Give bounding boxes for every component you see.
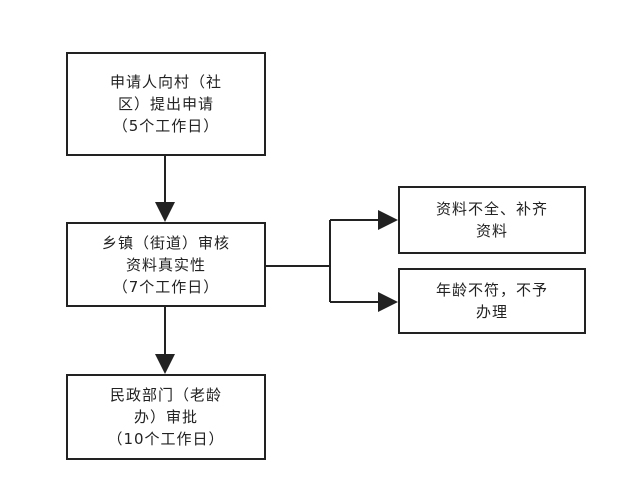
outcome-incomplete-line-1: 资料不全、补齐 bbox=[435, 200, 548, 218]
step-apply-line-1: 申请人向村（社 bbox=[109, 73, 222, 91]
step-approve-line-3: （10个工作日） bbox=[107, 430, 225, 448]
outcome-incomplete-box: 资料不全、补齐 资料 bbox=[398, 186, 586, 254]
step-apply-line-2: 区）提出申请 bbox=[117, 95, 214, 113]
outcome-incomplete-line-2: 资料 bbox=[475, 222, 508, 240]
step-review-line-2: 资料真实性 bbox=[125, 255, 206, 274]
outcome-rejected-box: 年龄不符，不予 办理 bbox=[398, 268, 586, 334]
step-review-box: 乡镇（街道）审核 资料真实性 （7个工作日） bbox=[66, 222, 266, 307]
step-approve-line-2: 办）审批 bbox=[133, 408, 198, 426]
step-apply-box: 申请人向村（社 区）提出申请 （5个工作日） bbox=[66, 52, 266, 156]
step-apply-line-3: （5个工作日） bbox=[112, 117, 220, 135]
step-approve-box: 民政部门（老龄 办）审批 （10个工作日） bbox=[66, 374, 266, 460]
outcome-rejected-line-1: 年龄不符，不予 bbox=[435, 281, 548, 299]
step-approve-line-1: 民政部门（老龄 bbox=[109, 386, 222, 404]
outcome-rejected-line-2: 办理 bbox=[475, 303, 508, 321]
step-review-line-1: 乡镇（街道）审核 bbox=[101, 233, 230, 252]
step-review-line-3: （7个工作日） bbox=[112, 277, 220, 296]
